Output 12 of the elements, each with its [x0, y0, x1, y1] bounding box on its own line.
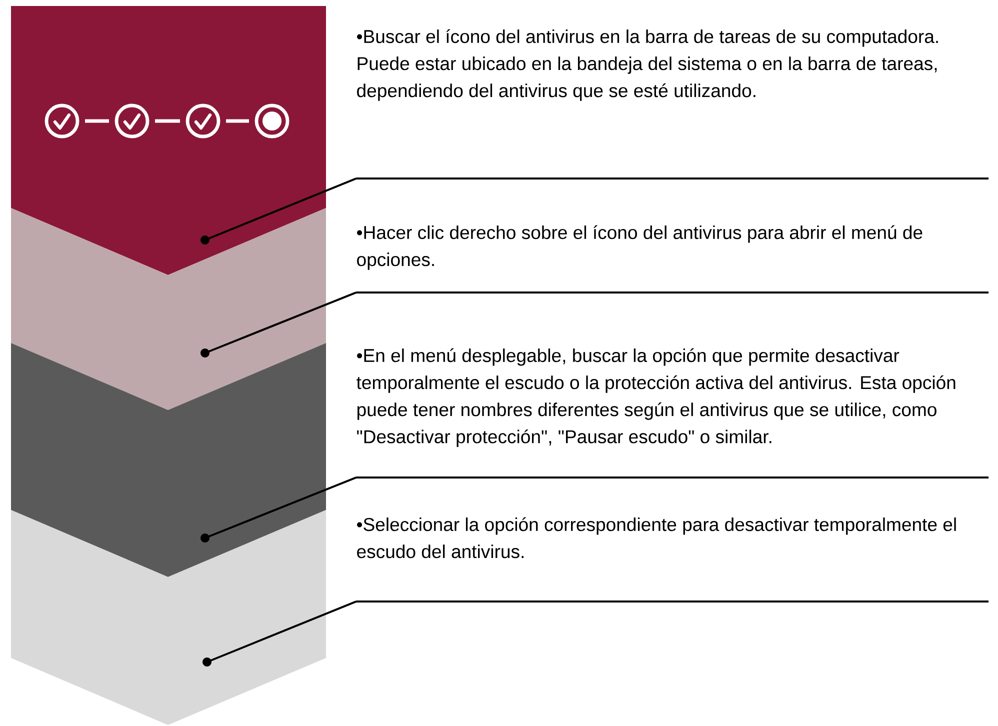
leader-line	[200, 292, 356, 358]
leader-line	[202, 600, 356, 666]
step-text: •Seleccionar la opción correspondiente para desactivar temporalmente el escudo del antivirus.	[356, 517, 989, 603]
step-text: •En el menú desplegable, buscar la opción que permite desactivar temporalmente el escudo o la protección activa del antivirus. Esta opción puede tener nombres diferentes según el antivirus que se utilice, como "Desactivar protección", "Pausar escudo" o similar.	[356, 348, 989, 479]
chevron-band	[11, 208, 326, 410]
leader-line	[200, 178, 356, 244]
step-text: •Hacer clic derecho sobre el ícono del antivirus para abrir el menú de opciones.	[356, 225, 989, 294]
chevron-band	[11, 343, 326, 577]
chevron-band	[11, 510, 326, 725]
leader-line	[200, 476, 356, 542]
chevron-band	[11, 6, 326, 275]
step-text: •Buscar el ícono del antivirus en la barra de tareas de su computadora. Puede estar ubicado en la bandeja del sistema o en la barra de tareas, dependiendo del antivirus que se esté utilizando.	[356, 29, 989, 180]
